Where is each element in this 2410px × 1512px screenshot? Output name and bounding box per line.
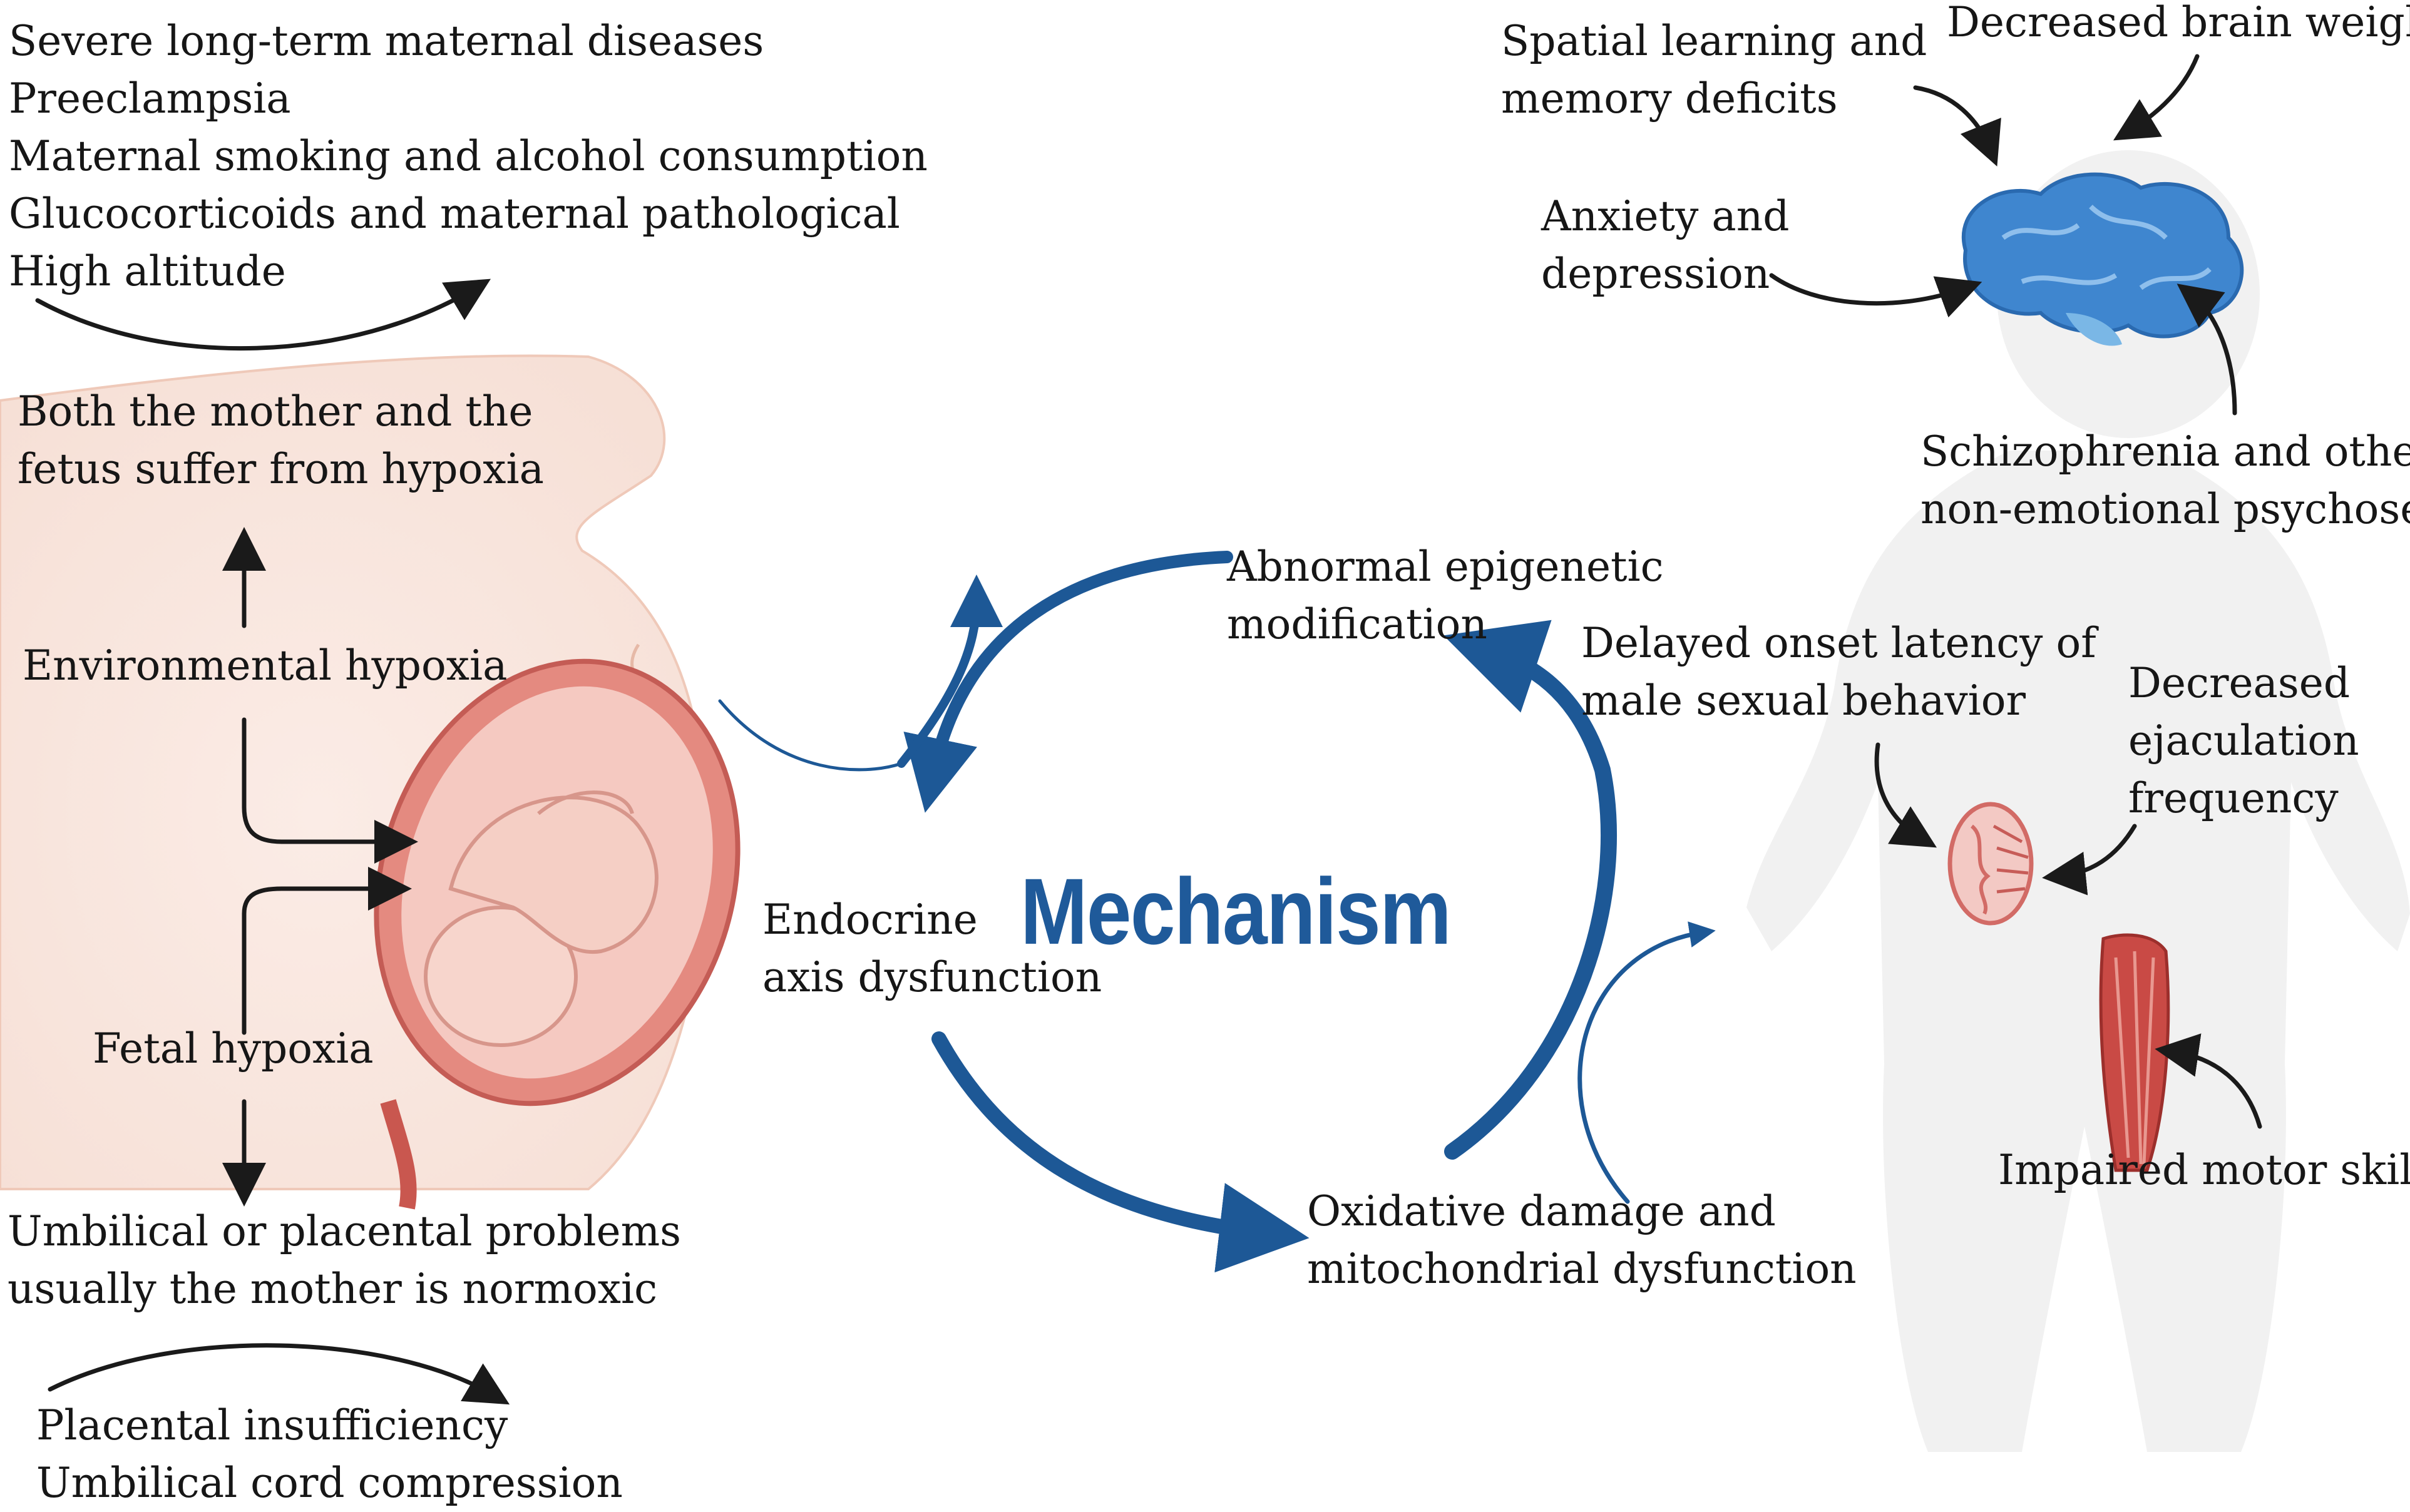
- left-flow-arrows: [35, 278, 510, 1405]
- oxidative-label: Oxidative damage and mitochondrial dysfu…: [1307, 1183, 1857, 1298]
- spatial-learning-label: Spatial learning and memory deficits: [1501, 13, 1927, 128]
- placental-causes-line2: Umbilical cord compression: [36, 1459, 623, 1507]
- environmental-hypoxia-label: Environmental hypoxia: [23, 641, 508, 690]
- schizophrenia-line2: non-emotional psychoses: [1920, 485, 2410, 533]
- ejaculation-label: Decreased ejaculation frequency: [2128, 655, 2359, 827]
- brain-icon: [1961, 172, 2244, 346]
- schizophrenia-line1: Schizophrenia and other: [1920, 427, 2410, 476]
- epigenetic-line2: modification: [1227, 600, 1487, 648]
- muscle-icon: [2099, 933, 2170, 1172]
- umbilical-problems-label: Umbilical or placental problems usually …: [8, 1203, 681, 1318]
- epigenetic-line1: Abnormal epigenetic: [1227, 543, 1664, 591]
- fetal-hypoxia-label: Fetal hypoxia: [93, 1024, 374, 1073]
- endocrine-line1: Endocrine: [762, 896, 978, 944]
- sexual-behavior-line1: Delayed onset latency of: [1581, 619, 2096, 667]
- endocrine-line2: axis dysfunction: [762, 953, 1102, 1001]
- anxiety-line2: depression: [1541, 250, 1770, 298]
- pregnant-mother-illustration: [0, 354, 741, 1210]
- right-outcome-arrows: [1769, 54, 2262, 1129]
- brain-weight-label: Decreased brain weight: [1947, 0, 2410, 46]
- both-hypoxia-label: Both the mother and the fetus suffer fro…: [18, 383, 544, 498]
- motor-skills-label: Impaired motor skills: [1998, 1146, 2410, 1194]
- maternal-cause-item: Severe long-term maternal diseases: [9, 17, 764, 65]
- schizophrenia-label: Schizophrenia and other non-emotional ps…: [1920, 423, 2410, 538]
- umbilical-problems-line2: usually the mother is normoxic: [8, 1265, 658, 1313]
- testis-icon: [1947, 802, 2034, 926]
- both-hypoxia-line2: fetus suffer from hypoxia: [18, 445, 544, 493]
- sexual-behavior-line2: male sexual behavior: [1581, 677, 2026, 725]
- ejaculation-line2: ejaculation: [2128, 717, 2359, 765]
- umbilical-problems-line1: Umbilical or placental problems: [8, 1207, 682, 1255]
- mechanism-cycle-arrows: [718, 551, 1716, 1273]
- ejaculation-line3: frequency: [2128, 774, 2339, 822]
- anxiety-line1: Anxiety and: [1541, 192, 1790, 240]
- sexual-behavior-label: Delayed onset latency of male sexual beh…: [1581, 615, 2096, 730]
- both-hypoxia-line1: Both the mother and the: [18, 387, 533, 436]
- mechanism-title: Mechanism: [1020, 859, 1452, 964]
- maternal-cause-item: Preeclampsia: [9, 74, 291, 123]
- endocrine-label: Endocrine axis dysfunction: [762, 891, 1102, 1006]
- oxidative-line1: Oxidative damage and: [1307, 1187, 1776, 1235]
- anxiety-label: Anxiety and depression: [1541, 188, 1789, 303]
- epigenetic-label: Abnormal epigenetic modification: [1227, 538, 1664, 653]
- placental-causes-label: Placental insufficiency Umbilical cord c…: [36, 1397, 623, 1512]
- maternal-cause-item: Glucocorticoids and maternal pathologica…: [9, 190, 900, 238]
- placental-causes-line1: Placental insufficiency: [36, 1401, 508, 1449]
- maternal-cause-item: High altitude: [9, 247, 286, 295]
- spatial-learning-line2: memory deficits: [1501, 74, 1838, 123]
- maternal-causes-list: Severe long-term maternal diseases Preec…: [9, 13, 928, 300]
- child-illustration: [1746, 150, 2410, 1452]
- maternal-cause-item: Maternal smoking and alcohol consumption: [9, 132, 928, 180]
- oxidative-line2: mitochondrial dysfunction: [1307, 1245, 1857, 1293]
- spatial-learning-line1: Spatial learning and: [1501, 17, 1927, 65]
- ejaculation-line1: Decreased: [2128, 659, 2351, 707]
